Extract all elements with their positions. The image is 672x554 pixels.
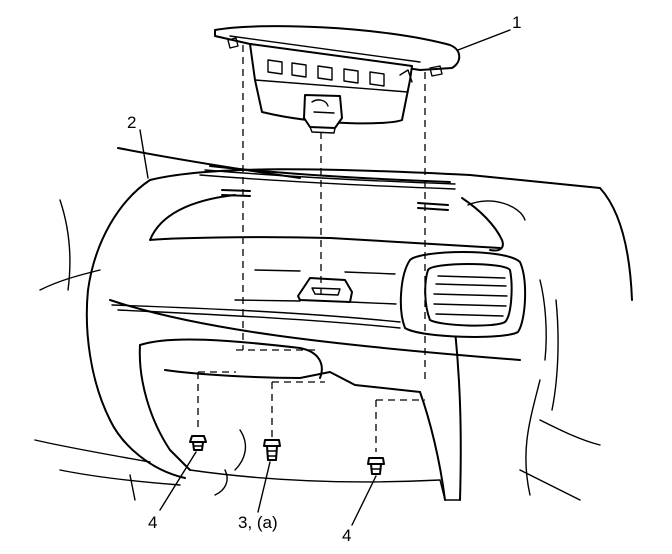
label-part-3: 3, (a) bbox=[238, 513, 278, 532]
screw-right bbox=[367, 457, 385, 475]
leader-lines bbox=[139, 29, 511, 526]
top-cover-part bbox=[214, 25, 461, 134]
label-part-4-right: 4 bbox=[342, 526, 351, 545]
alignment-lines bbox=[197, 45, 426, 452]
label-part-4-left: 4 bbox=[148, 513, 157, 532]
air-vent bbox=[399, 251, 527, 338]
screw-center bbox=[263, 439, 281, 461]
center-mounting-bracket bbox=[297, 277, 353, 303]
label-part-1: 1 bbox=[512, 13, 521, 32]
label-part-2: 2 bbox=[127, 113, 136, 132]
screw-left bbox=[189, 435, 207, 451]
instrument-panel bbox=[34, 147, 633, 501]
